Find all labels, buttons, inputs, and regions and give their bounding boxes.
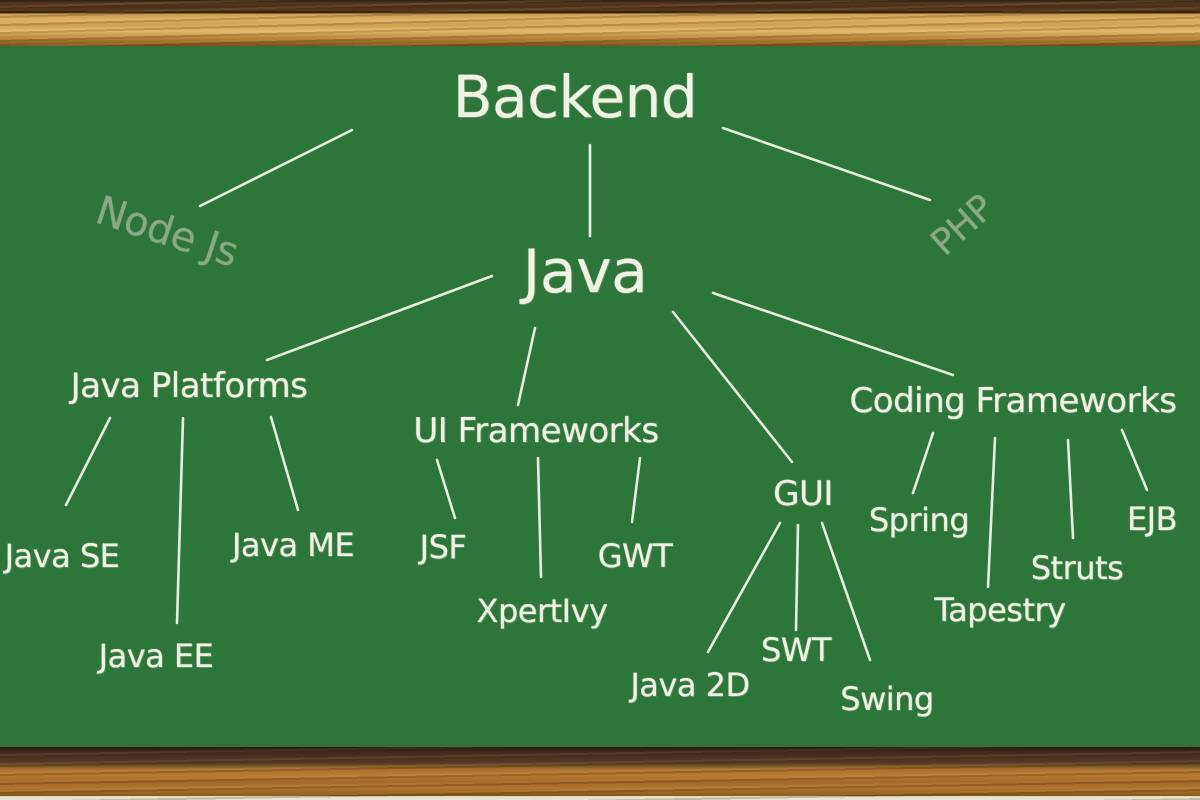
edge-java-platforms-to-java-ee bbox=[175, 416, 185, 625]
node-php: PHP bbox=[923, 187, 1003, 264]
edge-ui-frameworks-to-xpertivy bbox=[536, 456, 543, 579]
node-java: Java bbox=[522, 237, 648, 307]
node-xpertivy: XpertIvy bbox=[476, 592, 608, 630]
edge-java-platforms-to-java-se bbox=[64, 416, 112, 507]
node-tapestry: Tapestry bbox=[934, 591, 1066, 629]
edge-gui-to-java-2d bbox=[706, 521, 782, 654]
node-struts: Struts bbox=[1030, 549, 1124, 587]
node-spring: Spring bbox=[868, 501, 970, 539]
edge-java-to-ui-frameworks bbox=[516, 326, 537, 407]
node-java-ee: Java EE bbox=[98, 637, 214, 675]
node-backend: Backend bbox=[452, 63, 698, 131]
node-java-2d: Java 2D bbox=[630, 666, 750, 704]
wooden-frame-bottom bbox=[0, 747, 1200, 800]
edge-backend-to-php bbox=[721, 126, 932, 202]
edge-java-platforms-to-java-me bbox=[269, 415, 300, 512]
node-swt: SWT bbox=[761, 631, 832, 669]
node-ui-frameworks: UI Frameworks bbox=[413, 411, 659, 451]
edge-ui-frameworks-to-jsf bbox=[435, 458, 457, 520]
wooden-frame-top bbox=[0, 0, 1200, 46]
node-gwt: GWT bbox=[597, 537, 673, 575]
node-ejb: EJB bbox=[1126, 500, 1178, 538]
node-jsf: JSF bbox=[419, 528, 467, 566]
node-gui: GUI bbox=[773, 474, 833, 514]
edge-ui-frameworks-to-gwt bbox=[630, 456, 642, 524]
edge-gui-to-swing bbox=[820, 521, 872, 662]
edge-java-to-coding-frameworks bbox=[711, 291, 955, 377]
edge-java-to-gui bbox=[671, 310, 794, 464]
edge-coding-frameworks-to-struts bbox=[1066, 438, 1075, 540]
edge-coding-frameworks-to-ejb bbox=[1120, 428, 1149, 492]
node-java-se: Java SE bbox=[4, 537, 120, 575]
node-coding-frameworks: Coding Frameworks bbox=[849, 381, 1177, 421]
edge-backend-to-node-js bbox=[198, 128, 354, 208]
edge-java-to-java-platforms bbox=[265, 274, 494, 362]
edge-gui-to-swt bbox=[794, 523, 800, 632]
node-swing: Swing bbox=[840, 680, 934, 718]
node-node-js: Node Js bbox=[90, 187, 244, 277]
node-java-platforms: Java Platforms bbox=[70, 366, 308, 406]
edge-coding-frameworks-to-tapestry bbox=[986, 436, 997, 589]
edge-coding-frameworks-to-spring bbox=[911, 431, 935, 495]
node-java-me: Java ME bbox=[231, 526, 355, 564]
